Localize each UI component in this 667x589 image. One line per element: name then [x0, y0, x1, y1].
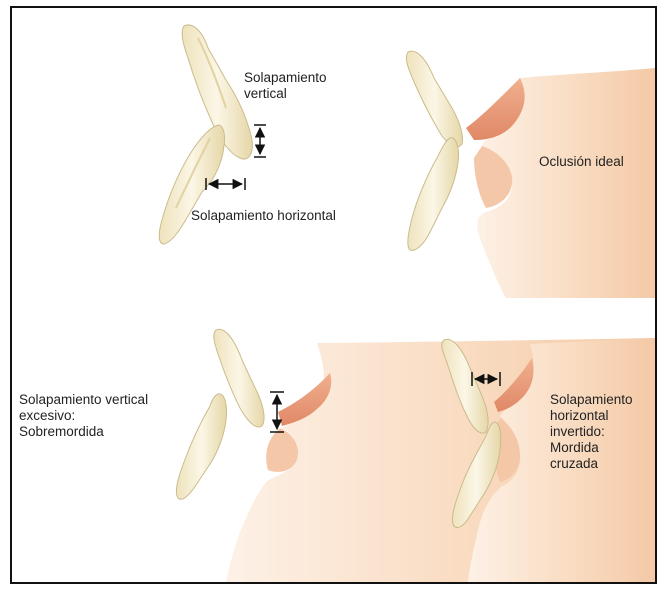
label-line: Mordida: [550, 440, 633, 456]
label-line: excesivo:: [19, 408, 148, 424]
label-overbite: Solapamiento vertical excesivo: Sobremor…: [19, 392, 148, 440]
lower-incisor-ideal: [408, 138, 459, 251]
label-line: Sobremordida: [19, 424, 148, 440]
occlusion-illustration: [12, 8, 655, 582]
label-line: Solapamiento vertical: [19, 392, 148, 408]
panel-top-right: [406, 51, 655, 298]
vertical-overlap-arrow: [254, 125, 266, 157]
label-line: Solapamiento: [244, 70, 327, 86]
label-horizontal-overlap: Solapamiento horizontal: [191, 208, 336, 224]
label-line: vertical: [244, 86, 327, 102]
label-ideal-occlusion: Oclusión ideal: [539, 154, 624, 170]
label-line: Oclusión ideal: [539, 154, 624, 170]
upper-incisor-ideal: [406, 51, 462, 147]
label-line: Solapamiento: [550, 392, 633, 408]
label-vertical-overlap: Solapamiento vertical: [244, 70, 327, 102]
label-crossbite: Solapamiento horizontal invertido: Mordi…: [550, 392, 633, 472]
label-line: invertido:: [550, 424, 633, 440]
figure-frame: Solapamiento vertical Solapamiento horiz…: [10, 6, 657, 584]
label-line: cruzada: [550, 456, 633, 472]
label-line: horizontal: [550, 408, 633, 424]
lower-incisor-overbite: [176, 394, 226, 499]
label-line: Solapamiento horizontal: [191, 208, 336, 224]
